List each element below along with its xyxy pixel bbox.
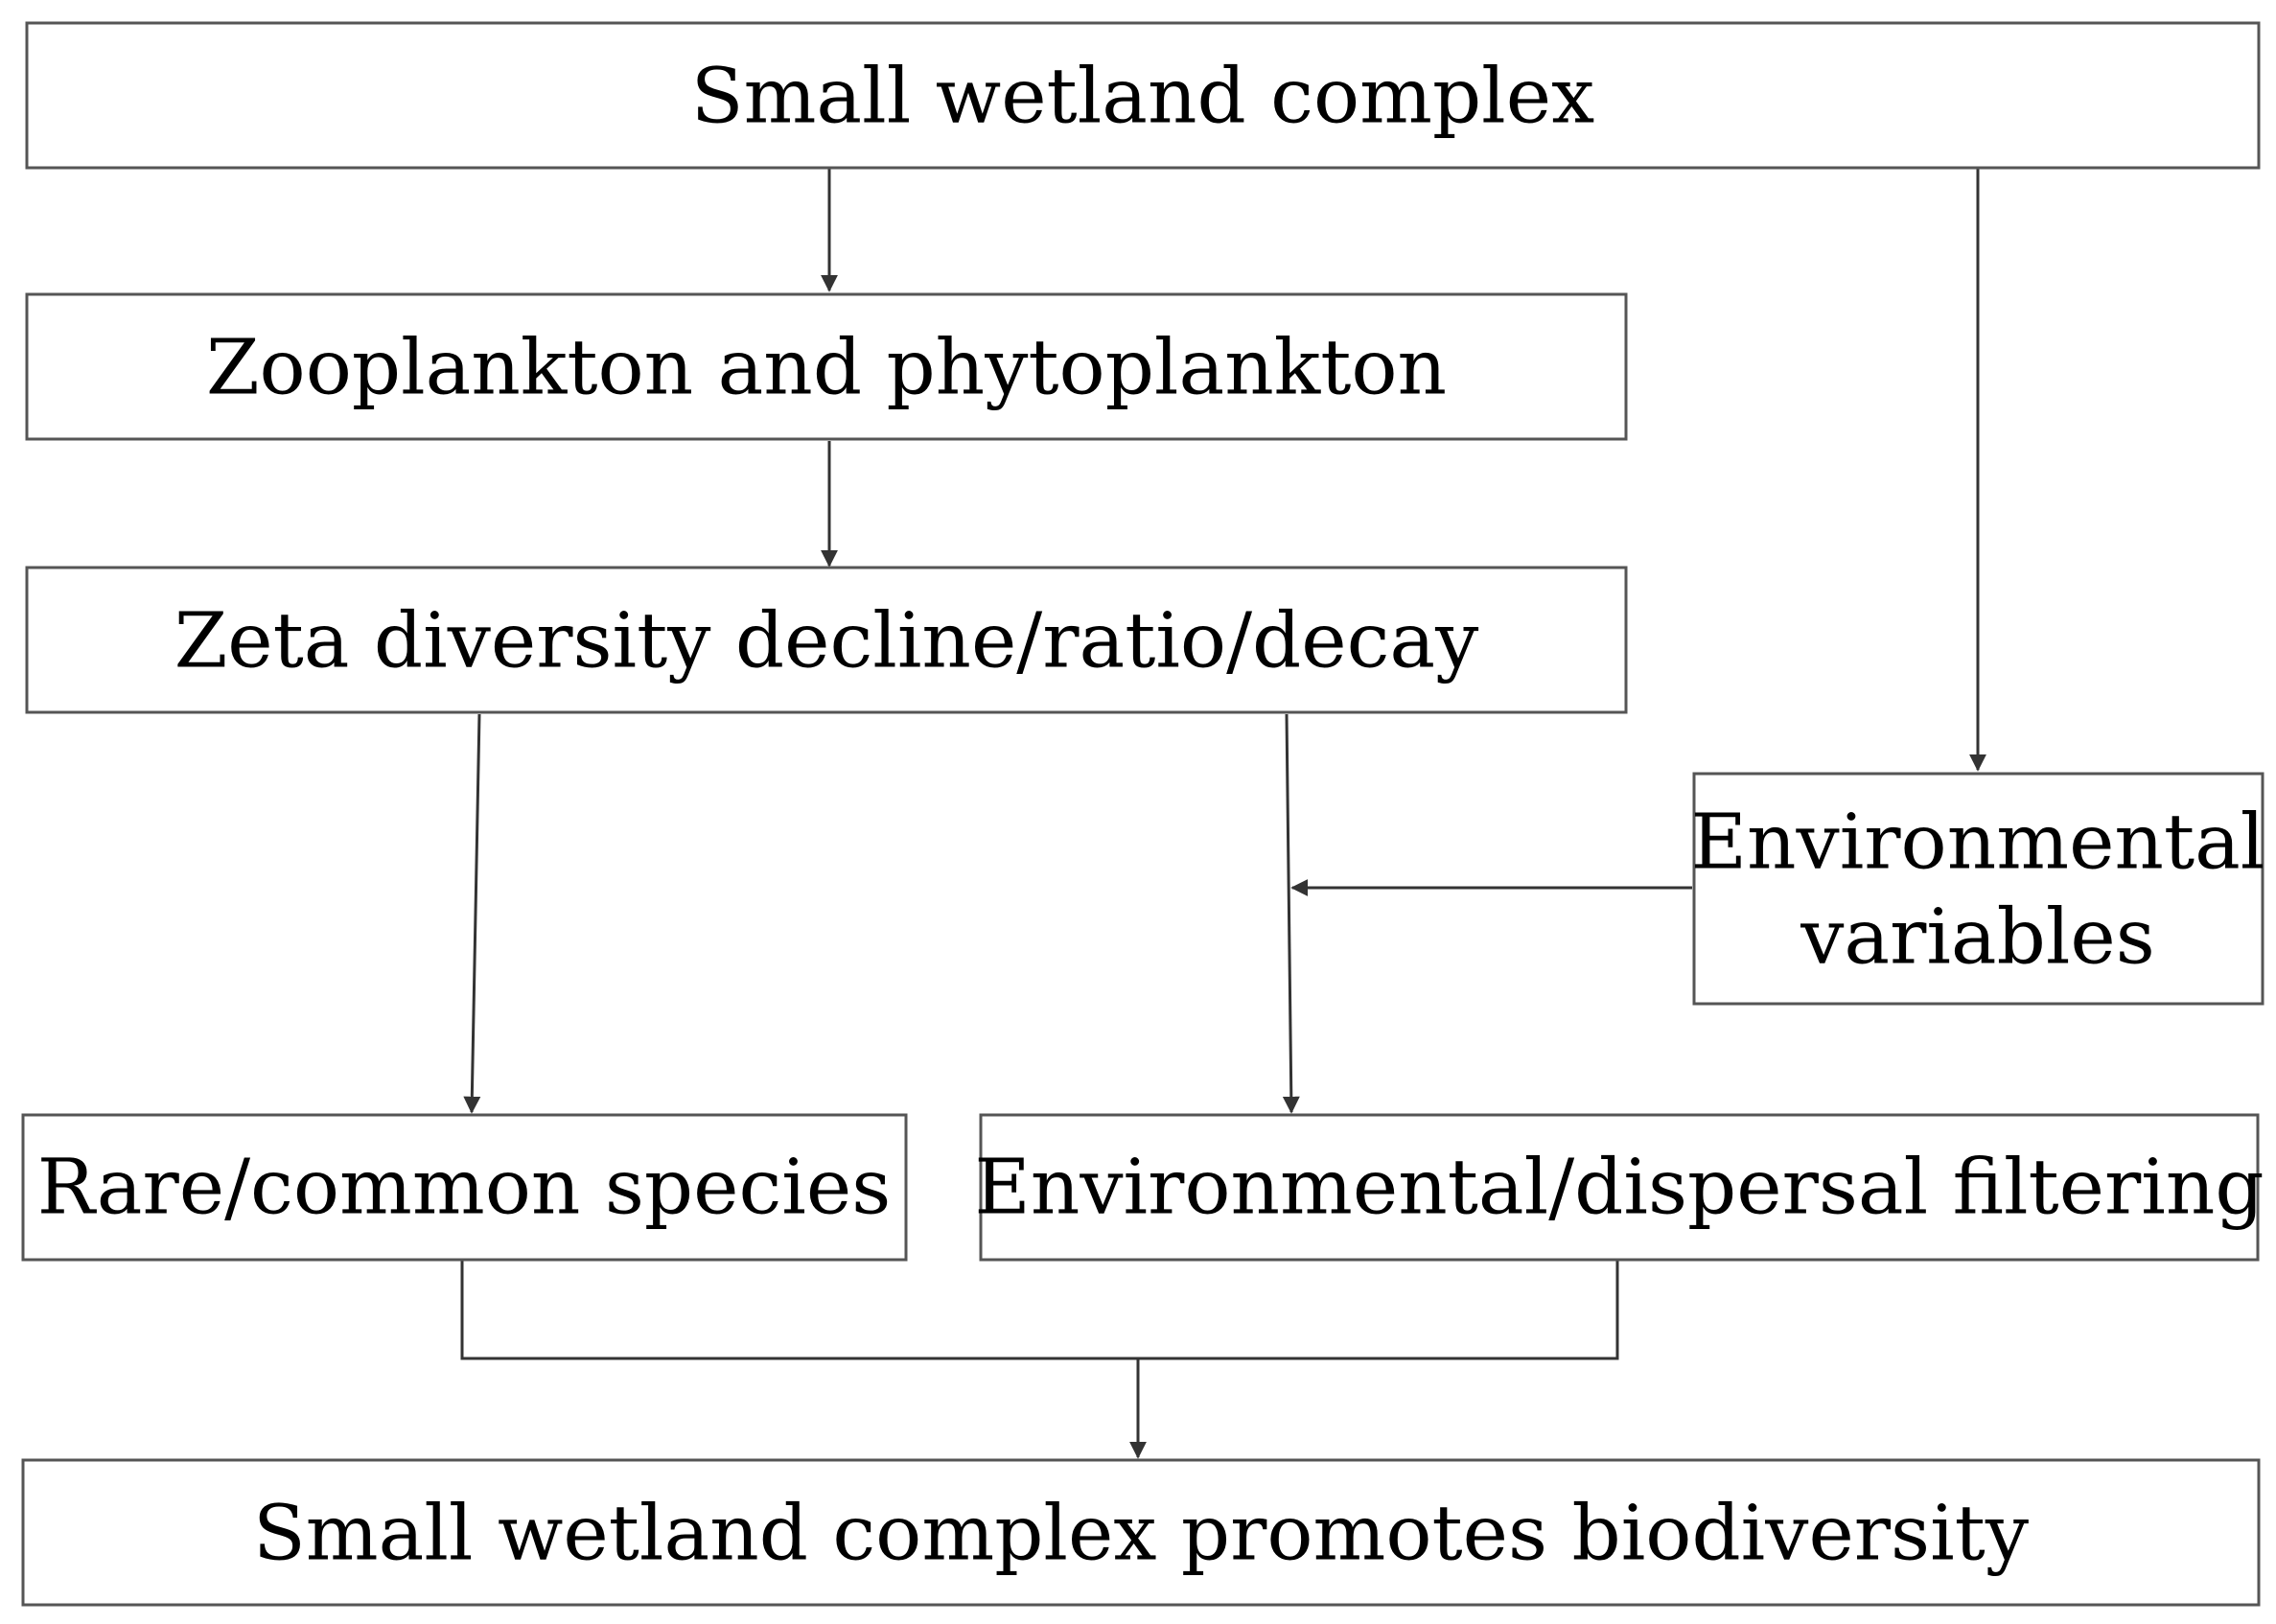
node-zeta-diversity-label: Zeta diversity decline/ratio/decay (174, 596, 1479, 685)
arrow-zeta-to-filtering (1282, 713, 1300, 1114)
node-environmental-dispersal-filtering-label: Environmental/dispersal filtering (974, 1143, 2264, 1232)
node-environmental-dispersal-filtering: Environmental/dispersal filtering (974, 1113, 2264, 1262)
node-small-wetland-complex-label: Small wetland complex (691, 52, 1594, 141)
node-zeta-diversity: Zeta diversity decline/ratio/decay (25, 566, 1628, 714)
join-line-rare-filtering (460, 1261, 1619, 1360)
node-promotes-biodiversity: Small wetland complex promotes biodivers… (21, 1458, 2261, 1607)
arrow-zeta-to-rare (463, 713, 481, 1114)
node-rare-common-species: Rare/common species (21, 1113, 908, 1262)
node-environmental-variables-line2: variables (1800, 893, 2155, 982)
node-plankton: Zooplankton and phytoplankton (25, 292, 1628, 441)
node-rare-common-species-label: Rare/common species (37, 1143, 892, 1232)
node-promotes-biodiversity-label: Small wetland complex promotes biodivers… (253, 1489, 2029, 1578)
node-environmental-variables: Environmental variables (1691, 772, 2265, 1006)
node-plankton-label: Zooplankton and phytoplankton (206, 323, 1447, 412)
node-small-wetland-complex: Small wetland complex (25, 21, 2261, 170)
node-environmental-variables-line1: Environmental (1691, 798, 2265, 887)
